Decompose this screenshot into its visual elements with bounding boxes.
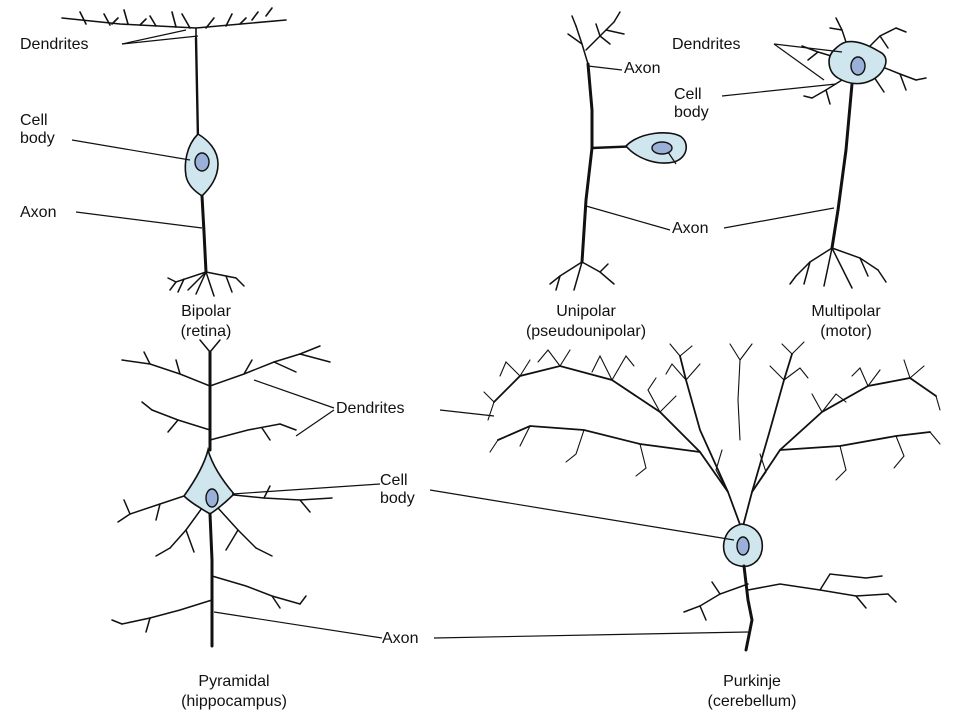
unipolar-caption: Unipolar (pseudounipolar) — [476, 302, 696, 342]
multipolar-axon-terminals — [789, 247, 887, 289]
bipolar-name: Bipolar — [181, 303, 231, 320]
pyramidal-axon — [208, 512, 214, 648]
unipolar-nucleus — [651, 141, 673, 155]
multipolar-cell-label: Cell — [674, 86, 702, 103]
multipolar-body-label: body — [674, 104, 709, 121]
bipolar-axon-label: Axon — [20, 204, 57, 221]
multipolar-caption: Multipolar (motor) — [736, 302, 956, 342]
unipolar-name: Unipolar — [556, 303, 616, 320]
bipolar-body-label: body — [20, 130, 55, 147]
bipolar-upper-process — [194, 36, 200, 142]
purkinje-branchlets — [483, 341, 941, 493]
pyramidal-purkinje-dendrites-label: Dendrites — [336, 400, 405, 417]
multipolar-axon — [830, 82, 854, 250]
bipolar-neuron — [61, 7, 287, 297]
bipolar-axon-terminals — [167, 271, 245, 297]
unipolar-dendrites — [567, 11, 625, 65]
pyramidal-neuron — [111, 339, 333, 648]
bipolar-cell-label: Cell — [20, 112, 48, 129]
multipolar-dendrites-label: Dendrites — [672, 36, 741, 53]
pyramidal-axon-collaterals — [111, 575, 307, 633]
multipolar-location: (motor) — [820, 323, 872, 340]
purkinje-dendritic-tree — [493, 353, 937, 531]
multipolar-nucleus — [850, 56, 866, 76]
bipolar-nucleus — [194, 152, 210, 172]
unipolar-neuron — [549, 11, 687, 291]
bipolar-dendrites-label: Dendrites — [20, 36, 89, 53]
purkinje-neuron — [483, 341, 941, 652]
purkinje-axon — [742, 564, 754, 652]
multipolar-neuron — [789, 17, 927, 289]
purkinje-axon-collaterals — [683, 573, 897, 621]
unipolar-location: (pseudounipolar) — [525, 323, 647, 340]
unipolar-axon — [580, 62, 594, 264]
pyramidal-caption: Pyramidal (hippocampus) — [124, 672, 344, 712]
unipolar-axon-terminals — [549, 261, 615, 291]
leader-lines — [71, 29, 843, 639]
purkinje-nucleus — [736, 536, 750, 556]
bipolar-caption: Bipolar (retina) — [96, 302, 316, 342]
purkinje-name: Purkinje — [723, 673, 781, 690]
pyramidal-location: (hippocampus) — [181, 693, 287, 710]
unipolar-axon-label: Axon — [672, 220, 709, 237]
unipolar-upper-axon-label: Axon — [624, 60, 661, 77]
purkinje-caption: Purkinje (cerebellum) — [642, 672, 862, 712]
bipolar-dendrites — [61, 7, 287, 41]
pyramidal-dendrites — [117, 339, 333, 557]
pyramidal-purkinje-axon-label: Axon — [382, 630, 419, 647]
purkinje-location: (cerebellum) — [707, 693, 797, 710]
bipolar-location: (retina) — [180, 323, 232, 340]
pyramidal-nucleus — [205, 488, 219, 508]
pyramidal-purkinje-body-label: body — [380, 490, 415, 507]
multipolar-name: Multipolar — [811, 303, 881, 320]
bipolar-axon — [200, 194, 208, 274]
pyramidal-purkinje-cell-label: Cell — [380, 472, 408, 489]
pyramidal-name: Pyramidal — [198, 673, 270, 690]
